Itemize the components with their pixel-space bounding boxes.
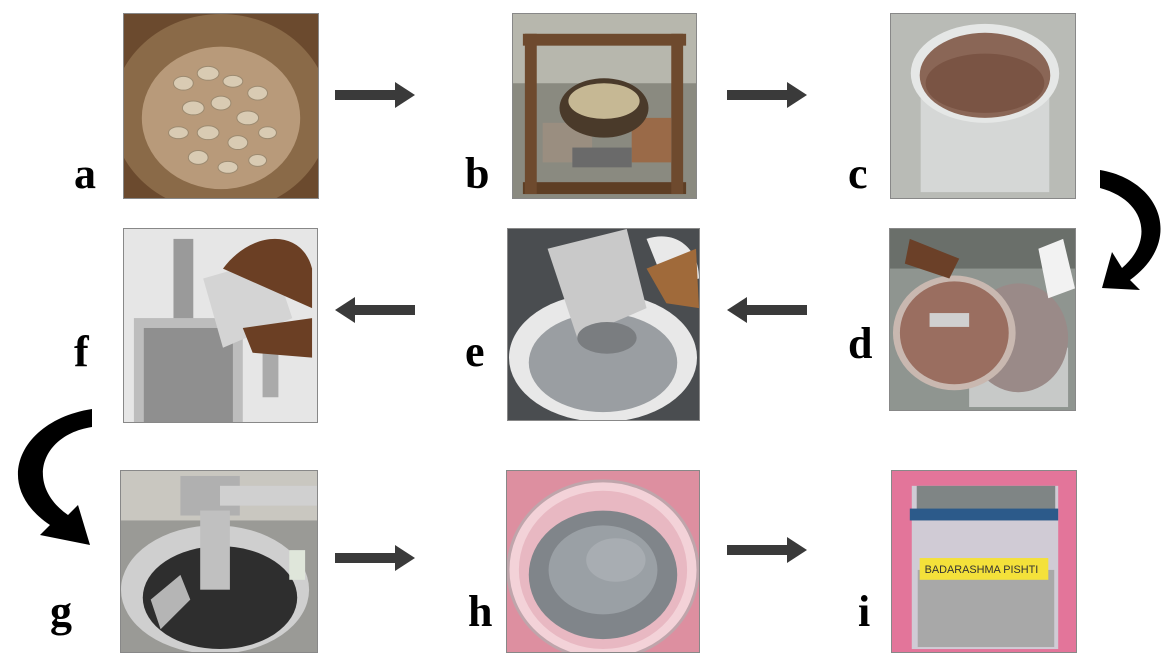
arrow-left-icon [335, 297, 415, 323]
step-photo-c [890, 13, 1076, 199]
step-photo-f [123, 228, 318, 423]
step-label-g: g [50, 590, 72, 634]
step-photo-a [123, 13, 319, 199]
step-photo-b [512, 13, 697, 199]
step-photo-e [507, 228, 700, 421]
step-label-d: d [848, 322, 872, 366]
arrow-right-icon [727, 537, 807, 563]
step-label-b: b [465, 152, 489, 196]
step-photo-d [889, 228, 1076, 411]
curved-arrow-icon [1100, 160, 1169, 300]
step-photo-g [120, 470, 318, 653]
step-label-h: h [468, 590, 492, 634]
step-label-i: i [858, 590, 870, 634]
arrow-right-icon [335, 82, 415, 108]
step-label-a: a [74, 152, 96, 196]
arrow-left-icon [727, 297, 807, 323]
arrow-right-icon [335, 545, 415, 571]
jar-label: BADARASHMA PISHTI [925, 564, 1039, 576]
step-label-f: f [74, 330, 89, 374]
curved-arrow-icon [0, 405, 95, 555]
step-photo-h [506, 470, 700, 653]
arrow-right-icon [727, 82, 807, 108]
step-label-e: e [465, 330, 485, 374]
step-photo-i: BADARASHMA PISHTI [891, 470, 1077, 653]
step-label-c: c [848, 152, 868, 196]
